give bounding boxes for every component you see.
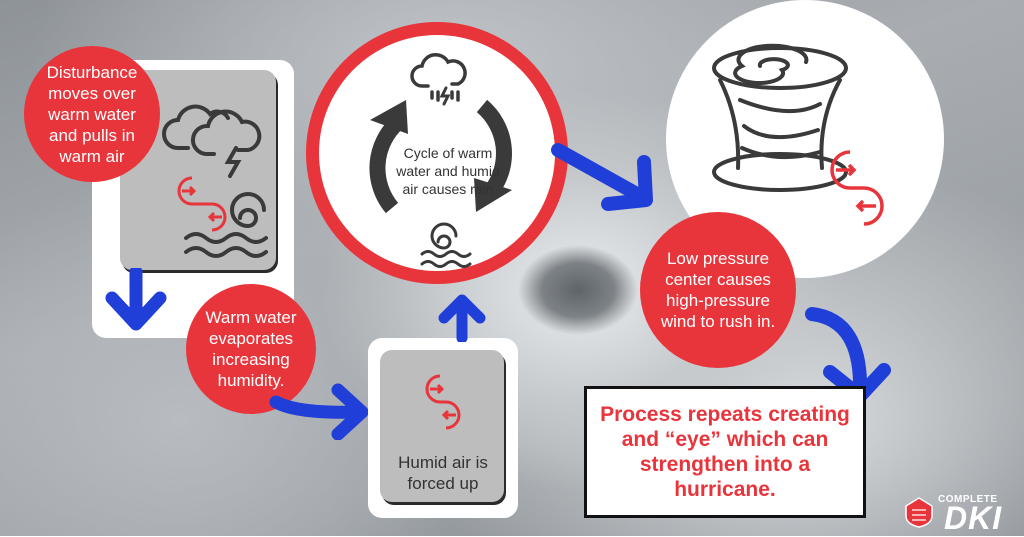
storm-cloud-icon bbox=[162, 104, 262, 178]
tornado-icon bbox=[712, 43, 848, 192]
pressure-arrows-icon bbox=[830, 150, 884, 226]
wave-icon bbox=[184, 192, 268, 258]
arrow-step4-to-step5 bbox=[551, 143, 653, 211]
step2-text: Warm water evaporates increasing humidit… bbox=[205, 308, 297, 390]
step4-text: Cycle of warm water and humid air causes… bbox=[396, 145, 500, 197]
wave-icon bbox=[420, 222, 472, 268]
step5-bubble: Low pressure center causes high-pressure… bbox=[640, 212, 796, 368]
step6-box: Process repeats creating and “eye” which… bbox=[584, 386, 866, 518]
pressure-arrows-icon bbox=[425, 374, 461, 430]
step6-text: Process repeats creating and “eye” which… bbox=[600, 403, 850, 501]
step4-ring bbox=[306, 22, 568, 284]
dki-shield-logo-icon bbox=[905, 497, 933, 528]
rain-cloud-icon bbox=[410, 53, 467, 106]
arrow-step3-to-step4 bbox=[438, 294, 486, 342]
logo-main-text: DKI bbox=[944, 500, 1003, 536]
step3-text: Humid air is forced up bbox=[398, 453, 488, 493]
step3-card: Humid air is forced up bbox=[368, 338, 518, 518]
step1-bubble: Disturbance moves over warm water and pu… bbox=[24, 46, 160, 182]
logo-top-text: COMPLETE bbox=[938, 494, 998, 505]
step4-inner-circle bbox=[319, 35, 555, 271]
pressure-arrows-icon bbox=[177, 176, 227, 232]
arrow-step2-to-step3 bbox=[269, 383, 369, 440]
step5-icon-group bbox=[712, 43, 884, 226]
step4-icon-group bbox=[369, 53, 512, 268]
step3-gray-panel bbox=[380, 350, 504, 502]
step1-text: Disturbance moves over warm water and pu… bbox=[46, 62, 138, 166]
arrow-step1-to-step2 bbox=[105, 268, 167, 331]
cycle-arrows-icon bbox=[369, 99, 512, 214]
step2-bubble: Warm water evaporates increasing humidit… bbox=[186, 284, 316, 414]
step5-text: Low pressure center causes high-pressure… bbox=[660, 249, 776, 331]
step1-icon-group bbox=[162, 104, 268, 258]
